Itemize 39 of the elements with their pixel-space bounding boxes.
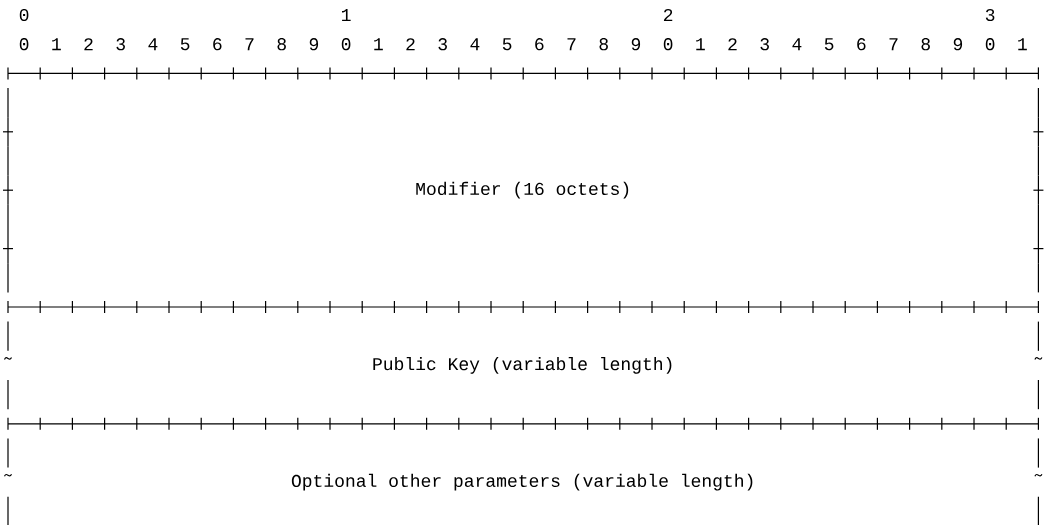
bit-number: 4 — [470, 38, 480, 51]
bit-number: 0 — [19, 38, 29, 51]
bit-number: 1 — [52, 38, 61, 51]
bit-number: 3 — [438, 38, 447, 51]
bit-number: 0 — [341, 38, 351, 51]
bit-number: 3 — [760, 38, 769, 51]
bit-number: 0 — [19, 8, 29, 22]
bit-number: 1 — [1018, 38, 1027, 51]
field-box: Public Key (variable length) — [3, 321, 1043, 410]
bit-number: 9 — [309, 38, 319, 51]
bit-number: 1 — [374, 38, 383, 51]
field-box: Optional other parameters (variable length) — [3, 437, 1043, 525]
bit-number: 1 — [696, 38, 705, 51]
bit-number: 0 — [663, 38, 673, 51]
bit-number: 7 — [245, 38, 254, 51]
bit-number: 1 — [342, 9, 351, 21]
bit-number: 6 — [857, 38, 866, 51]
bit-number: 5 — [502, 38, 512, 51]
bit-number: 5 — [824, 38, 834, 51]
bit-number: 4 — [148, 38, 158, 51]
bit-number: 4 — [792, 38, 802, 51]
bit-number: 8 — [599, 38, 608, 51]
bit-number: 2 — [728, 38, 737, 51]
bit-number: 6 — [213, 38, 222, 51]
bit-number: 2 — [663, 9, 673, 21]
bit-number: 7 — [889, 38, 898, 51]
field-box: Modifier (16 octets) — [2, 87, 1044, 293]
bit-number: 6 — [535, 38, 544, 51]
bit-number: 9 — [953, 38, 963, 51]
bit-number: 8 — [921, 38, 930, 51]
bit-number: 2 — [406, 38, 415, 51]
bit-number: 2 — [84, 38, 93, 51]
bit-number: 7 — [567, 38, 576, 51]
bit-number: 5 — [180, 38, 190, 51]
bit-number: 9 — [631, 38, 641, 51]
bit-number: 8 — [277, 38, 286, 51]
bit-number: 3 — [116, 38, 125, 51]
bit-number: 0 — [985, 38, 995, 51]
bit-number: 3 — [985, 8, 995, 22]
